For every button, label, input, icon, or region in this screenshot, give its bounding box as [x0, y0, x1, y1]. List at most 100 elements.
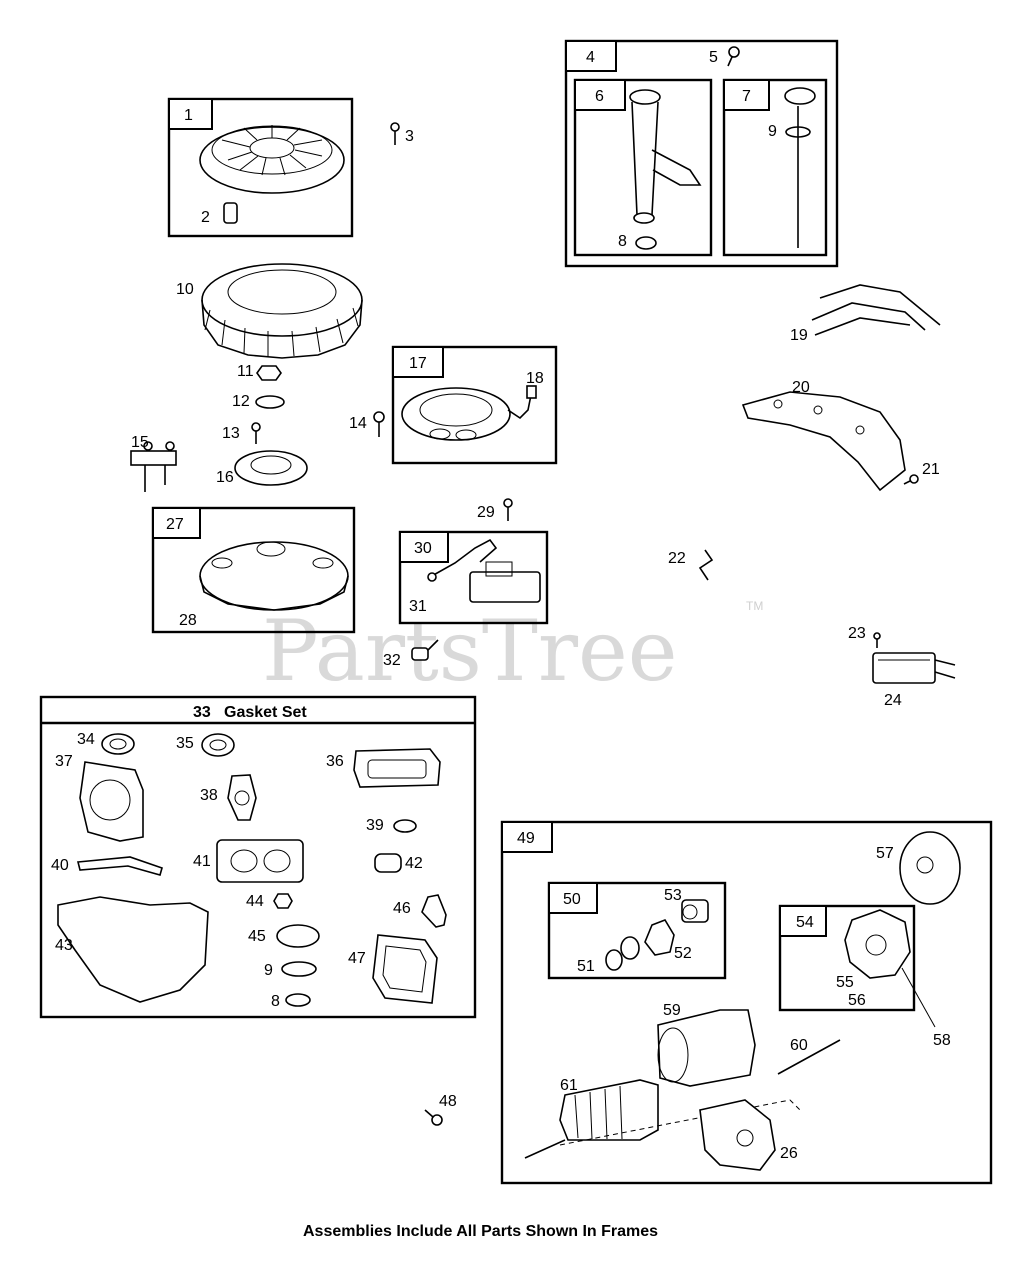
label-24: 24: [884, 692, 902, 709]
part-2-pin[interactable]: [223, 202, 238, 224]
label-48: 48: [439, 1093, 457, 1110]
label-56: 56: [848, 992, 866, 1009]
label-51: 51: [577, 958, 595, 975]
frame-27-flywheel[interactable]: 27: [151, 506, 356, 634]
part-26-end-cap[interactable]: [699, 1099, 776, 1171]
label-14: 14: [349, 415, 367, 432]
label-9b: 9: [264, 962, 273, 979]
label-53: 53: [664, 887, 682, 904]
part-44-nut[interactable]: [273, 893, 293, 909]
part-20-shield[interactable]: [741, 391, 906, 492]
part-3-screw[interactable]: [390, 122, 400, 145]
frame-1-blower-housing[interactable]: 1 2: [167, 97, 354, 238]
label-2: 2: [201, 209, 210, 226]
part-15-bracket[interactable]: [130, 441, 177, 492]
label-26: 26: [780, 1145, 798, 1162]
frame-17-label: 17: [409, 355, 427, 372]
part-9-gasket[interactable]: [281, 961, 317, 977]
part-24-regulator[interactable]: [872, 652, 956, 684]
part-5-screw[interactable]: [727, 46, 740, 67]
part-40-gasket[interactable]: [76, 856, 163, 876]
frame-33-label: 33: [193, 704, 211, 721]
label-29: 29: [477, 504, 495, 521]
label-44: 44: [246, 893, 264, 910]
label-22: 22: [668, 550, 686, 567]
label-40: 40: [51, 857, 69, 874]
frame-54-brush-assembly[interactable]: [778, 904, 916, 1012]
part-16-screen[interactable]: [234, 450, 308, 486]
label-52: 52: [674, 945, 692, 962]
label-34: 34: [77, 731, 95, 748]
label-61: 61: [560, 1077, 578, 1094]
label-20: 20: [792, 379, 810, 396]
part-46-gasket[interactable]: [421, 894, 447, 928]
part-12-washer[interactable]: [255, 395, 285, 409]
part-8-washer[interactable]: [285, 993, 311, 1007]
label-19: 19: [790, 327, 808, 344]
label-46: 46: [393, 900, 411, 917]
label-31: 31: [409, 598, 427, 615]
part-43-crankcase-gasket[interactable]: [57, 896, 209, 1003]
part-14-screw[interactable]: [373, 411, 385, 437]
brush-holder[interactable]: [844, 909, 911, 979]
label-10: 10: [176, 281, 194, 298]
part-48-screw[interactable]: [424, 1109, 443, 1126]
label-37: 37: [55, 753, 73, 770]
part-34-seal[interactable]: [101, 733, 135, 755]
label-57: 57: [876, 845, 894, 862]
label-36: 36: [326, 753, 344, 770]
part-21-screw[interactable]: [903, 474, 919, 485]
dipstick[interactable]: [784, 87, 816, 248]
label-43: 43: [55, 937, 73, 954]
frame-7-label: 7: [742, 88, 751, 105]
part-61-armature[interactable]: [524, 1079, 659, 1159]
part-11-nut[interactable]: [256, 365, 282, 381]
frame-49-starter-motor[interactable]: 49 57 50 51 52 53 54 55 56 5: [500, 820, 993, 1185]
part-59-motor-housing[interactable]: [657, 1009, 756, 1087]
label-41: 41: [193, 853, 211, 870]
part-10-fan[interactable]: [201, 263, 363, 359]
part-22-clip[interactable]: [698, 549, 714, 581]
part-35-seal[interactable]: [201, 733, 235, 757]
frame-49-label: 49: [517, 830, 535, 847]
part-29-screw[interactable]: [503, 498, 513, 521]
part-42-plug[interactable]: [374, 853, 402, 873]
part-47-gasket[interactable]: [372, 934, 438, 1004]
part-39-washer[interactable]: [393, 819, 417, 833]
part-60-bolt[interactable]: [777, 1039, 841, 1075]
watermark-tm: TM: [746, 599, 763, 613]
frame-4-dipstick-assembly[interactable]: 4 6 7 8 9: [564, 39, 839, 268]
part-36-gasket[interactable]: [353, 748, 441, 788]
label-15: 15: [131, 434, 149, 451]
oil-fill-tube[interactable]: [629, 89, 702, 224]
frame-50-label: 50: [563, 891, 581, 908]
label-45: 45: [248, 928, 266, 945]
part-23-screw[interactable]: [873, 632, 881, 648]
frame-50-drive[interactable]: [547, 881, 727, 980]
part-57-end-plate[interactable]: [899, 831, 961, 905]
drive-assembly[interactable]: [605, 899, 709, 971]
label-60: 60: [790, 1037, 808, 1054]
label-8a: 8: [618, 233, 627, 250]
frame-30-ignition-coil[interactable]: 30: [398, 530, 549, 625]
label-28: 28: [179, 612, 197, 629]
part-41-intake-gasket[interactable]: [216, 839, 304, 883]
part-45-oring[interactable]: [276, 924, 320, 948]
part-13-screw[interactable]: [251, 422, 261, 444]
frame-17-alternator[interactable]: 17: [391, 345, 558, 465]
frame-1-label: 1: [184, 107, 193, 124]
label-58: 58: [933, 1032, 951, 1049]
part-8-oring[interactable]: [635, 236, 657, 250]
frame-27-label: 27: [166, 516, 184, 533]
part-38-gasket[interactable]: [227, 774, 257, 821]
part-19-wire-harness[interactable]: [811, 284, 941, 336]
part-32-plug[interactable]: [411, 639, 439, 661]
part-37-head-gasket[interactable]: [79, 761, 144, 842]
label-16: 16: [216, 469, 234, 486]
frame-4-label: 4: [586, 49, 595, 66]
frame-54-label: 54: [796, 914, 814, 931]
frame-33-gasket-set[interactable]: 33 Gasket Set 34 35 36 37 38 39 40: [39, 695, 477, 1019]
label-3: 3: [405, 128, 414, 145]
label-55: 55: [836, 974, 854, 991]
